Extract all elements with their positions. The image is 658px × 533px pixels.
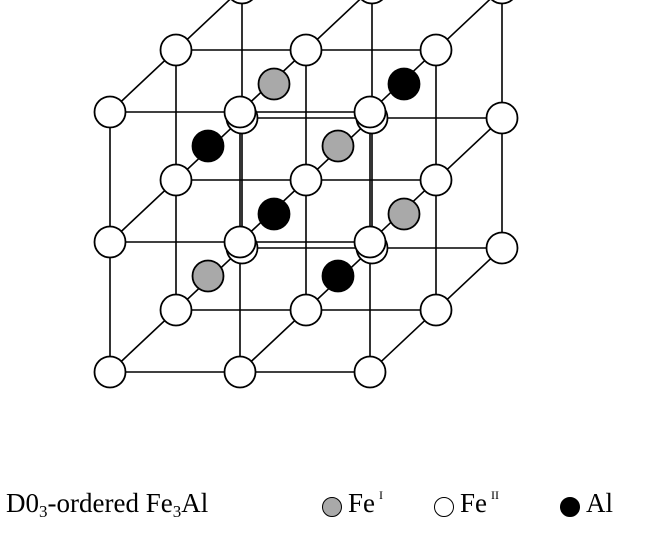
fe2-atom xyxy=(485,101,519,135)
fe2-atom xyxy=(159,293,193,327)
fe2-atom xyxy=(93,225,127,259)
fe2-atom xyxy=(223,95,257,129)
fe2-atom xyxy=(93,355,127,389)
fe2-swatch-icon xyxy=(434,497,454,517)
fe2-atom xyxy=(419,33,453,67)
fe2-atom xyxy=(419,163,453,197)
lattice-atoms xyxy=(93,0,519,389)
fe2-atom xyxy=(490,0,514,5)
d03-lattice-diagram xyxy=(93,0,519,389)
al-atom xyxy=(257,197,291,231)
fe1-swatch-icon xyxy=(322,497,342,517)
fe2-atom xyxy=(230,0,254,5)
fe2-atom xyxy=(289,293,323,327)
legend-al-label: Al xyxy=(586,488,613,518)
fe2-atom xyxy=(353,355,387,389)
fe1-atom xyxy=(191,259,225,293)
fe2-atom xyxy=(223,225,257,259)
fe2-atom xyxy=(485,231,519,265)
fe2-atom xyxy=(223,355,257,389)
al-atom xyxy=(321,259,355,293)
al-atom xyxy=(191,129,225,163)
fe2-atom xyxy=(419,293,453,327)
fe1-atom xyxy=(257,67,291,101)
fe2-atom xyxy=(289,163,323,197)
fe2-atom xyxy=(360,0,384,5)
al-swatch-icon xyxy=(560,497,580,517)
caption-title: D03-ordered Fe3Al xyxy=(6,488,209,521)
fe2-atom xyxy=(159,163,193,197)
fe2-atom xyxy=(353,225,387,259)
fe1-atom xyxy=(387,197,421,231)
fe2-atom xyxy=(93,95,127,129)
fe2-atom xyxy=(289,33,323,67)
al-atom xyxy=(387,67,421,101)
fe1-atom xyxy=(321,129,355,163)
fe2-atom xyxy=(159,33,193,67)
fe2-atom xyxy=(353,95,387,129)
